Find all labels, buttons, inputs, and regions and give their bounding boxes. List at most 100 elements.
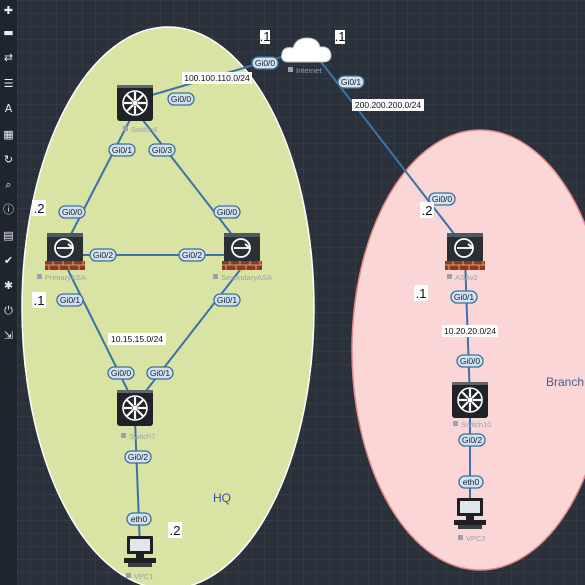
info-icon[interactable]: ⓘ: [3, 203, 14, 216]
svg-text:Gi0/1: Gi0/1: [150, 368, 171, 378]
refresh-icon[interactable]: ↻: [3, 153, 14, 166]
switch10-icon[interactable]: [450, 380, 490, 420]
svg-text:.1: .1: [34, 293, 45, 308]
svg-text:100.100.110.0/24: 100.100.110.0/24: [184, 73, 250, 83]
port-secondaryasa-gi00[interactable]: Gi0/0: [213, 205, 241, 219]
network-branch-wan-label: 200.200.200.0/24: [352, 99, 424, 111]
toolbar: ✚ ▬ ⇄ ☰ A ▦ ↻ ⌕ ⓘ ▤ ✔ ✱ ⏻ ⇲: [0, 0, 17, 585]
ip-internet-right: .1: [335, 29, 346, 44]
asav2-icon[interactable]: [444, 232, 486, 271]
internet-cloud-icon[interactable]: Internet: [281, 37, 332, 75]
topology-canvas[interactable]: HQ Branch Internet Switch8 PrimaryASA Se…: [17, 0, 585, 585]
vpc1-label: VPC1: [134, 572, 154, 581]
port-switch8-gi03[interactable]: Gi0/3: [148, 143, 176, 157]
link-secondaryasa-switch7: [134, 269, 241, 406]
zoom-icon[interactable]: ⌕: [5, 178, 12, 191]
svg-text:Gi0/0: Gi0/0: [111, 368, 132, 378]
svg-text:Gi0/1: Gi0/1: [454, 292, 475, 302]
text-icon[interactable]: A: [4, 102, 13, 115]
port-secondaryasa-gi01[interactable]: Gi0/1: [213, 293, 241, 307]
link-switch7-vpc1: [134, 419, 141, 549]
svg-text:10.15.15.0/24: 10.15.15.0/24: [111, 334, 163, 344]
asav2-label: ASAv2: [455, 273, 478, 282]
network-branch-lan-label: 10.20.20.0/24: [442, 325, 498, 337]
vpc1-icon[interactable]: [124, 536, 156, 567]
topology-diagram: HQ Branch Internet Switch8 PrimaryASA Se…: [21, 26, 585, 585]
svg-text:Gi0/1: Gi0/1: [60, 295, 81, 305]
link-internet-asav2: [317, 57, 466, 249]
svg-text:200.200.200.0/24: 200.200.200.0/24: [355, 100, 421, 110]
svg-text:Gi0/2: Gi0/2: [462, 435, 483, 445]
settings-icon[interactable]: ✱: [3, 279, 14, 292]
vpc2-icon[interactable]: [454, 498, 486, 529]
ip-vpc1: .2: [168, 522, 182, 538]
primaryasa-label: PrimaryASA: [45, 273, 86, 282]
secondaryasa-label: SecondaryASA: [221, 273, 272, 282]
svg-text:.2: .2: [422, 203, 433, 218]
ip-primaryasa-inside: .1: [32, 292, 46, 308]
svg-text:Gi0/1: Gi0/1: [341, 77, 362, 87]
svg-text:Gi0/1: Gi0/1: [217, 295, 238, 305]
svg-text:Gi0/2: Gi0/2: [93, 250, 114, 260]
port-switch7-gi01[interactable]: Gi0/1: [146, 366, 174, 380]
port-switch7-gi00[interactable]: Gi0/0: [107, 366, 135, 380]
switch7-label: Switch7: [129, 432, 155, 441]
svg-text:.2: .2: [170, 523, 181, 538]
port-asav2-gi01[interactable]: Gi0/1: [450, 290, 478, 304]
power-icon[interactable]: ⏻: [4, 304, 13, 317]
switch7-icon[interactable]: [115, 388, 155, 428]
svg-text:Gi0/2: Gi0/2: [128, 452, 149, 462]
port-switch10-gi02[interactable]: Gi0/2: [458, 433, 486, 447]
link-primaryasa-switch7: [67, 269, 136, 406]
svg-text:Gi0/0: Gi0/0: [62, 207, 83, 217]
svg-text:Gi0/0: Gi0/0: [171, 94, 192, 104]
ip-internet-left: .1: [260, 29, 271, 44]
svg-text:Gi0/2: Gi0/2: [182, 250, 203, 260]
primaryasa-icon[interactable]: [44, 232, 86, 271]
link-switch8-secondaryasa: [134, 109, 241, 246]
ip-asav2-outside: .2: [420, 202, 434, 218]
svg-text:Gi0/0: Gi0/0: [460, 356, 481, 366]
svg-text:.1: .1: [416, 286, 427, 301]
hq-zone[interactable]: [21, 26, 315, 585]
network-hq-wan-label: 100.100.110.0/24: [182, 72, 252, 84]
switch8-label: Switch8: [131, 125, 157, 134]
port-switch7-gi02[interactable]: Gi0/2: [124, 450, 152, 464]
port-asav2-gi00[interactable]: Gi0/0: [428, 192, 456, 206]
check-icon[interactable]: ✔: [3, 254, 14, 267]
port-primaryasa-gi00[interactable]: Gi0/0: [58, 205, 86, 219]
port-secondaryasa-gi02[interactable]: Gi0/2: [178, 248, 206, 262]
svg-text:eth0: eth0: [463, 477, 480, 487]
port-internet-gi01[interactable]: Gi0/1: [337, 75, 365, 89]
notes-icon[interactable]: ▤: [3, 229, 14, 242]
port-internet-gi00[interactable]: Gi0/0: [251, 56, 279, 70]
svg-text:.1: .1: [260, 29, 271, 44]
svg-text:.2: .2: [34, 201, 45, 216]
grid-icon[interactable]: ▦: [3, 128, 14, 141]
ip-primaryasa-outside: .2: [32, 200, 46, 216]
export-icon[interactable]: ⇲: [3, 329, 14, 342]
secondaryasa-icon[interactable]: [221, 232, 263, 271]
list-icon[interactable]: ☰: [3, 77, 14, 90]
port-switch10-gi00[interactable]: Gi0/0: [456, 354, 484, 368]
hq-zone-label: HQ: [213, 491, 231, 505]
svg-text:Gi0/0: Gi0/0: [217, 207, 238, 217]
svg-text:.1: .1: [335, 29, 346, 44]
port-primaryasa-gi02[interactable]: Gi0/2: [89, 248, 117, 262]
vpc2-label: VPC2: [466, 534, 486, 543]
port-switch8-gi00[interactable]: Gi0/0: [167, 92, 195, 106]
network-hq-lan-label: 10.15.15.0/24: [108, 333, 166, 345]
branch-zone-label: Branch: [546, 375, 584, 389]
port-primaryasa-gi01[interactable]: Gi0/1: [56, 293, 84, 307]
plus-icon[interactable]: ✚: [3, 4, 14, 17]
network-icon[interactable]: ⇄: [3, 51, 14, 64]
port-switch8-gi01[interactable]: Gi0/1: [108, 143, 136, 157]
ip-asav2-inside: .1: [414, 285, 428, 301]
internet-label: Internet: [296, 66, 322, 75]
port-vpc2-eth0[interactable]: eth0: [458, 475, 484, 489]
switch8-icon[interactable]: [115, 83, 155, 123]
svg-text:Gi0/0: Gi0/0: [432, 194, 453, 204]
switch10-label: Switch10: [461, 420, 491, 429]
device-icon[interactable]: ▬: [3, 26, 14, 39]
port-vpc1-eth0[interactable]: eth0: [126, 512, 152, 526]
